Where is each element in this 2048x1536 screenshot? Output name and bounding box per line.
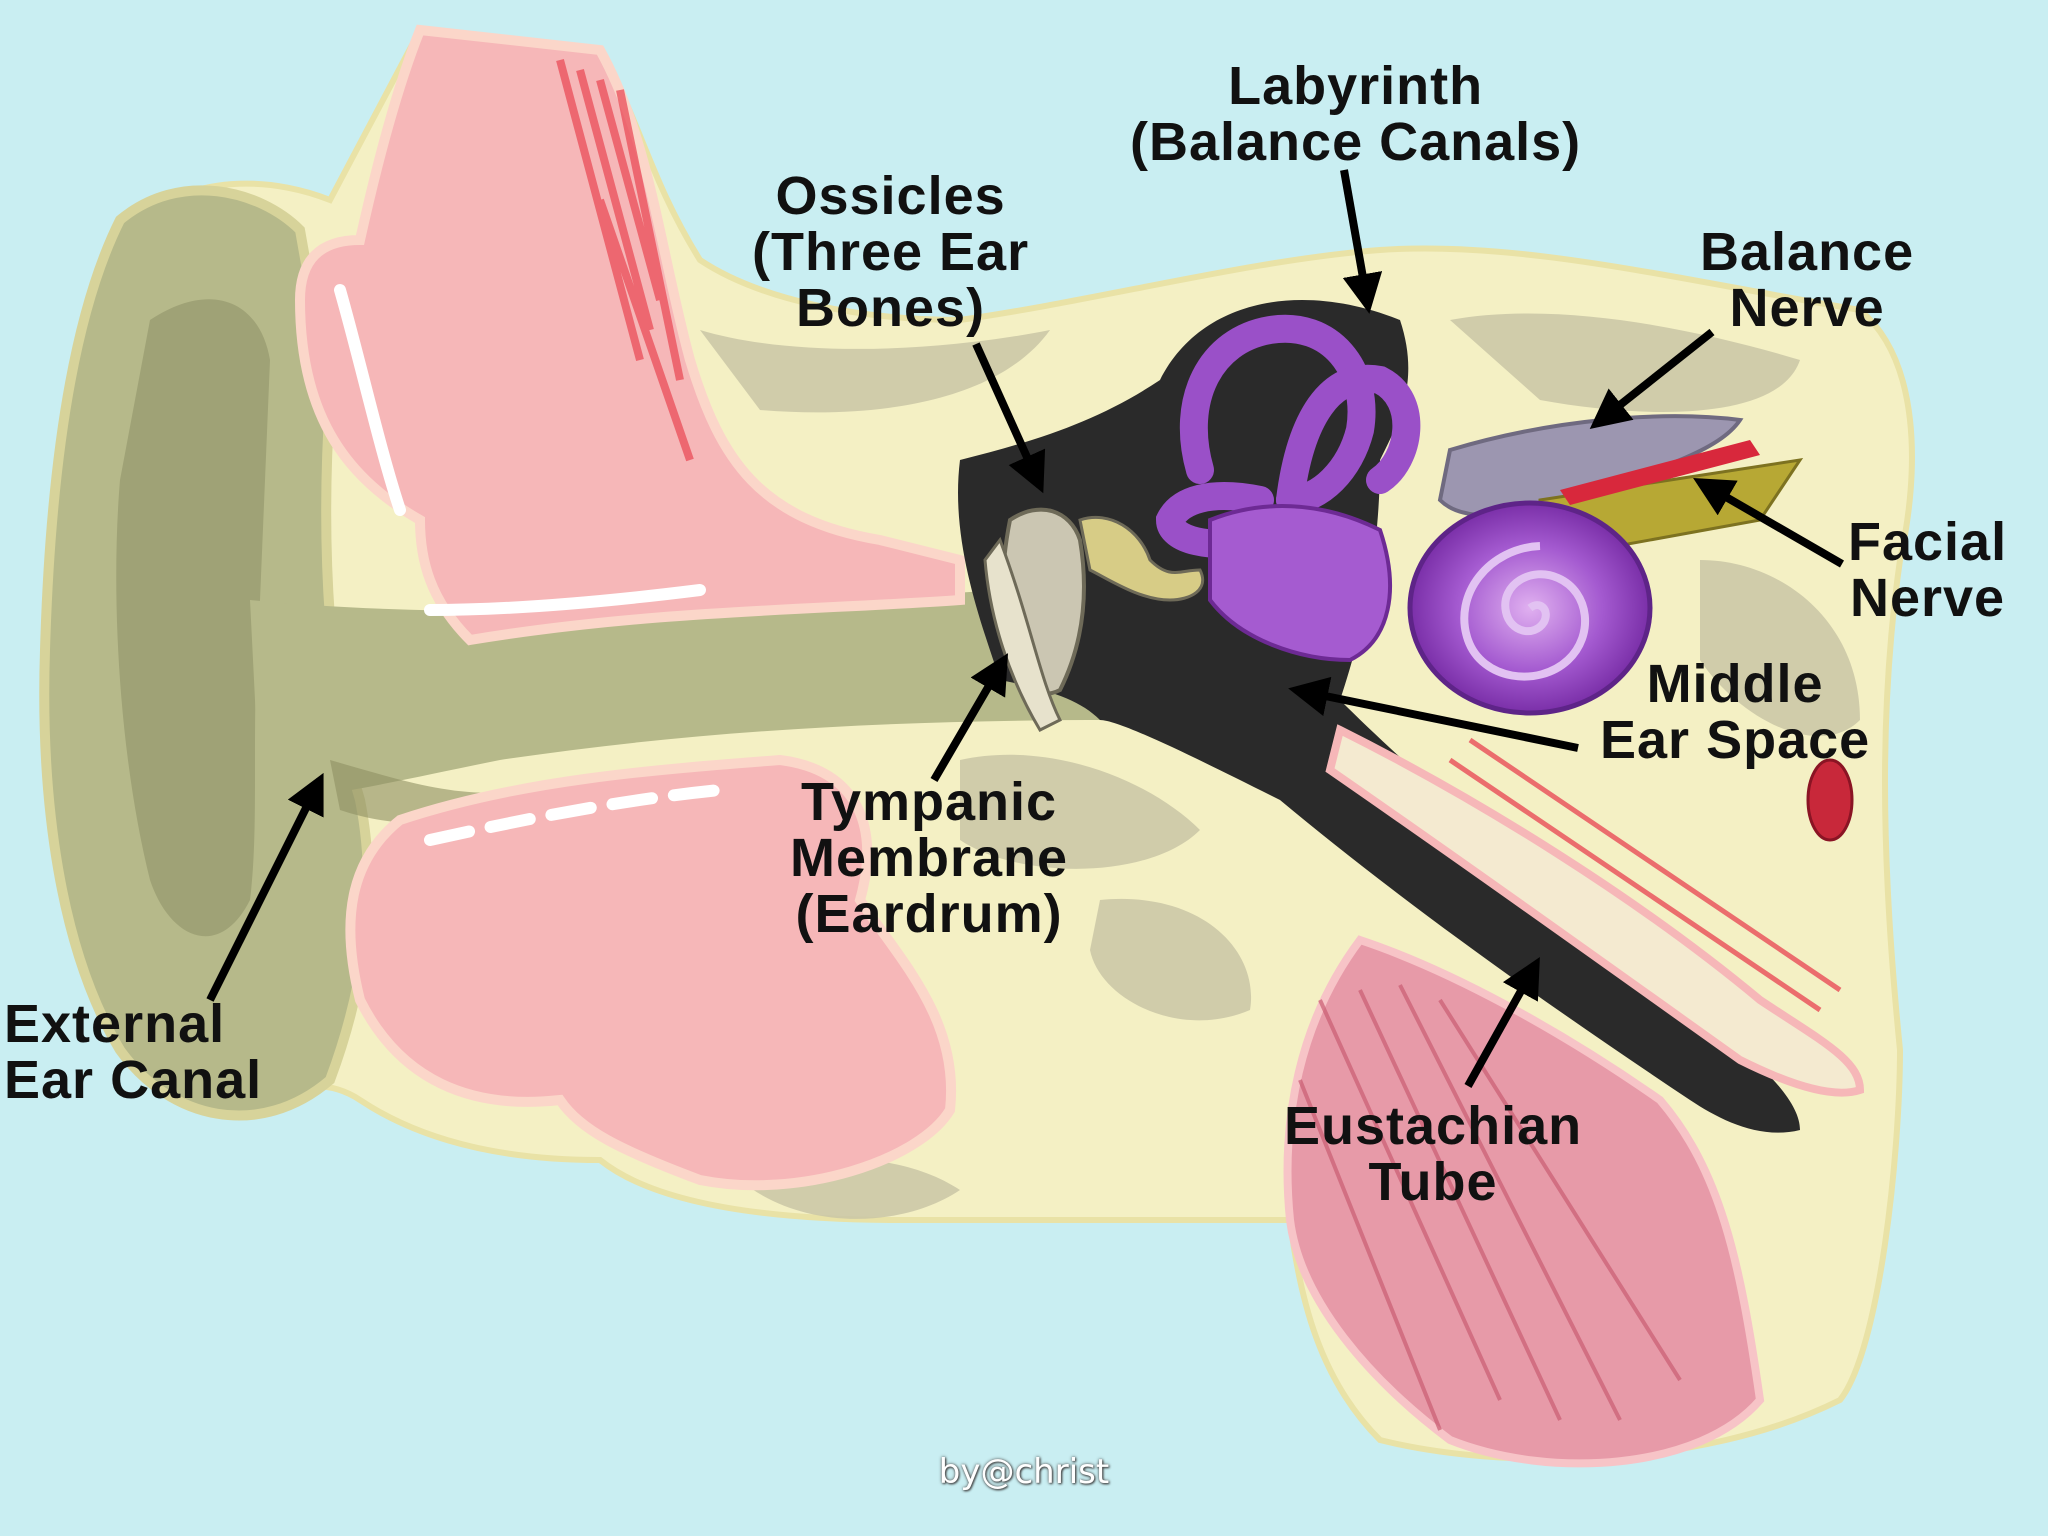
arrows — [206, 169, 1845, 1088]
label-middle-ear-space: Middle Ear Space — [1600, 654, 1871, 770]
incus-stapes — [1078, 515, 1205, 602]
label-balance-nerve: Balance Nerve — [1700, 222, 1915, 338]
arrow-icon — [930, 653, 1009, 783]
arrow-icon — [1340, 169, 1383, 314]
lower-skin-highlight — [424, 784, 726, 846]
label-labyrinth: Labyrinth (Balance Canals) — [1130, 56, 1582, 172]
lower-skin — [345, 754, 957, 1191]
bone-texture — [700, 313, 1860, 1219]
label-tympanic-membrane: Tympanic Membrane (Eardrum) — [790, 772, 1069, 944]
arrow-icon — [1464, 957, 1540, 1088]
vestibule — [1208, 504, 1392, 663]
upper-skin-streaks — [556, 58, 694, 462]
arrow-icon — [1288, 676, 1579, 752]
facial-nerve-red — [1560, 440, 1760, 505]
label-external-ear-canal: External Ear Canal — [4, 994, 263, 1110]
skin-highlight — [334, 284, 706, 616]
eustachian-canal — [1325, 724, 1865, 1097]
cochlea-spiral — [1460, 542, 1590, 681]
canal-red-lines — [1448, 737, 1842, 1013]
auricle-fold — [116, 299, 270, 937]
credit-watermark: by@christ — [938, 1452, 1110, 1492]
label-eustachian-tube: Eustachian Tube — [1284, 1096, 1583, 1212]
arrow-icon — [972, 342, 1046, 494]
label-ossicles: Ossicles (Three Ear Bones) — [752, 166, 1030, 338]
eardrum — [983, 536, 1063, 732]
label-facial-nerve: Facial Nerve — [1848, 512, 2008, 628]
arrow-icon — [206, 772, 324, 1002]
arrow-icon — [1589, 328, 1715, 429]
arrow-icon — [1693, 477, 1845, 568]
muscle-striations — [1298, 984, 1682, 1431]
ear-canal — [250, 590, 1110, 800]
vessel-dot — [1806, 758, 1854, 842]
eustachian-muscle — [1283, 935, 1765, 1468]
